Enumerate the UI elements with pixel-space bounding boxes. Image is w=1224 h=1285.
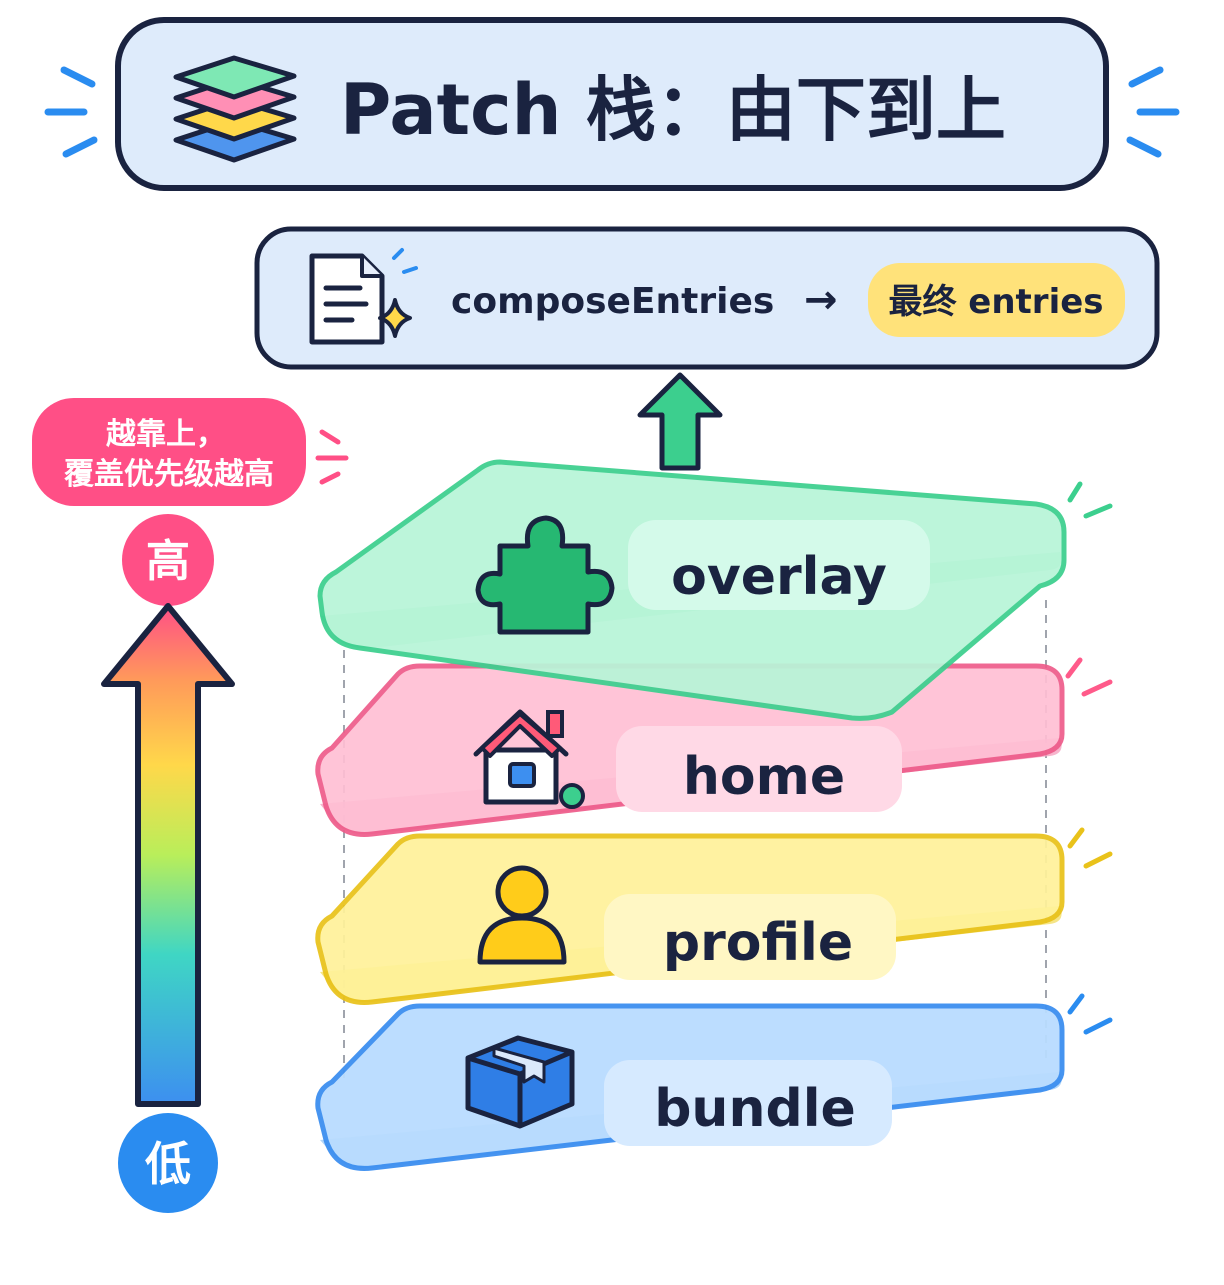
layer-overlay-chip xyxy=(628,520,930,610)
priority-note: 越靠上， 覆盖优先级越高 xyxy=(32,398,306,506)
output-arrow-icon xyxy=(637,372,723,471)
person-icon xyxy=(477,865,567,965)
layer-profile: profile xyxy=(315,833,1065,1005)
profile-spark-icon xyxy=(1067,827,1113,869)
compose-panel: composeEntries → 最终 entries xyxy=(254,226,1160,370)
box-icon xyxy=(465,1035,575,1129)
layer-bundle: bundle xyxy=(315,1003,1065,1171)
overlay-spark-icon xyxy=(1067,481,1113,519)
high-badge xyxy=(122,514,214,606)
low-label: 低 xyxy=(145,1137,191,1191)
priority-arrow-icon xyxy=(101,603,235,1107)
layer-bundle-chip xyxy=(604,1060,892,1146)
left-spark-icon xyxy=(44,66,98,158)
result-chip: 最终 entries xyxy=(868,263,1125,337)
low-badge xyxy=(118,1113,218,1213)
bundle-spark-icon xyxy=(1067,993,1113,1035)
layer-home-label: home xyxy=(683,747,845,807)
note-spark-icon xyxy=(315,429,349,485)
layer-home-chip xyxy=(616,726,902,812)
title-banner: Patch 栈：由下到上 xyxy=(115,17,1109,191)
layer-bundle-label: bundle xyxy=(654,1079,856,1139)
house-icon xyxy=(473,709,585,809)
high-label: 高 xyxy=(146,536,190,587)
priority-note-line1: 越靠上， xyxy=(106,417,226,452)
home-spark-icon xyxy=(1065,657,1113,697)
document-sparkle-icon xyxy=(309,248,418,345)
compose-arrow: → xyxy=(804,277,838,323)
priority-note-line2: 覆盖优先级越高 xyxy=(64,457,274,492)
layer-profile-label: profile xyxy=(663,913,853,973)
layer-profile-chip xyxy=(604,894,896,980)
page-title: Patch 栈：由下到上 xyxy=(340,69,1006,151)
priority-axis: 高 低 xyxy=(101,514,235,1213)
right-spark-icon xyxy=(1126,66,1180,158)
compose-function-label: composeEntries xyxy=(451,281,774,322)
result-label: 最终 entries xyxy=(888,282,1103,322)
layers-logo-icon xyxy=(173,55,297,163)
puzzle-icon xyxy=(475,515,615,635)
layer-overlay-label: overlay xyxy=(671,547,887,607)
